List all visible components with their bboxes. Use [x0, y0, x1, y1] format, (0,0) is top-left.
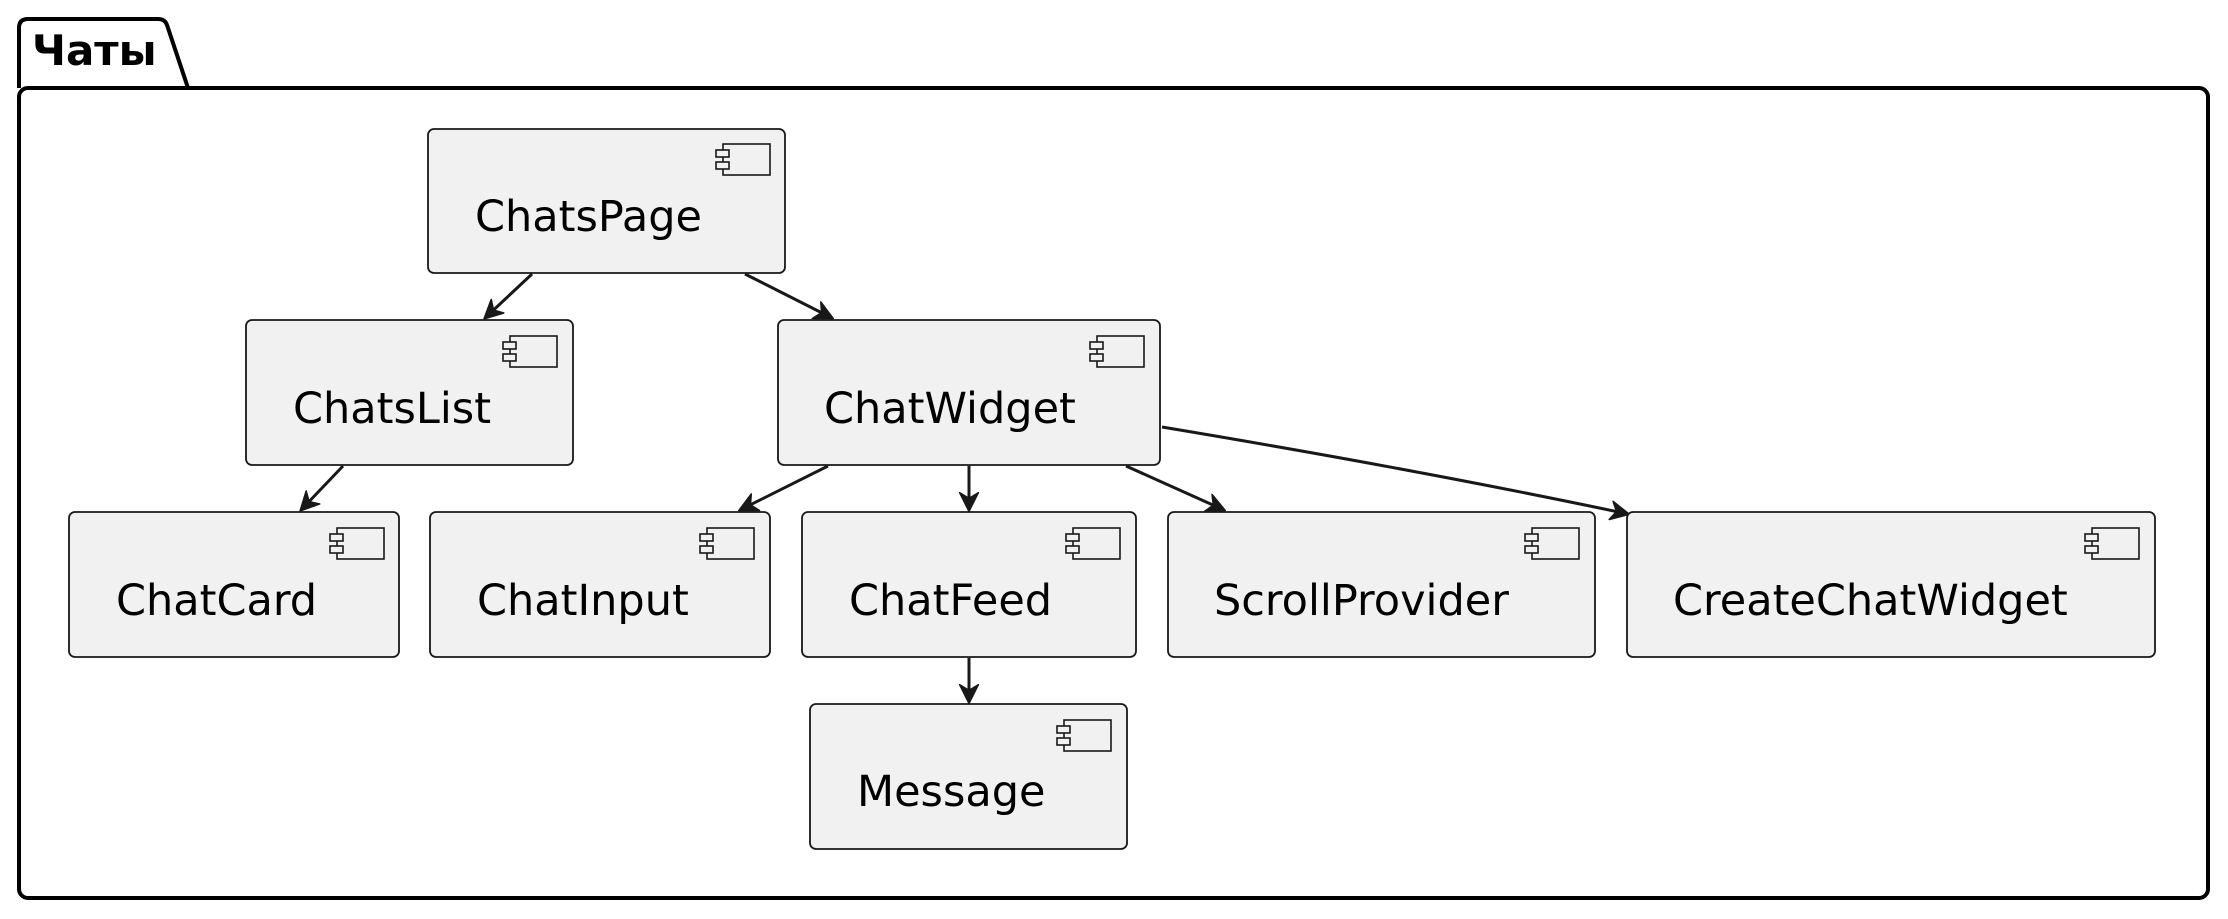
- component-scrollprovider: ScrollProvider: [1167, 511, 1596, 658]
- component-chatfeed: ChatFeed: [801, 511, 1137, 658]
- component-label: ChatCard: [116, 576, 317, 626]
- package-title: Чаты: [32, 26, 157, 75]
- package-tab: [17, 17, 190, 89]
- component-icon: [1524, 527, 1580, 560]
- component-label: Message: [857, 767, 1045, 817]
- component-box: [801, 511, 1137, 658]
- component-icon: [1056, 719, 1112, 752]
- edge-chatslist-chatcard: [301, 464, 345, 510]
- edge-chatspage-chatwidget: [744, 272, 832, 318]
- component-message: Message: [809, 703, 1128, 850]
- component-box: [1167, 511, 1596, 658]
- component-label: ChatsPage: [475, 192, 702, 242]
- component-chatwidget: ChatWidget: [777, 319, 1161, 466]
- package-chats: Чаты: [17, 17, 2210, 900]
- component-box: [429, 511, 771, 658]
- component-icon: [329, 527, 385, 560]
- component-box: [777, 319, 1161, 466]
- component-box: [427, 128, 786, 274]
- component-label: ChatWidget: [824, 384, 1076, 434]
- component-box: [245, 319, 574, 466]
- component-chatinput: ChatInput: [429, 511, 771, 658]
- component-icon: [502, 335, 558, 368]
- component-icon: [1065, 527, 1121, 560]
- edge-chatwidget-createchatwidget: [1161, 425, 1628, 514]
- component-label: ChatInput: [477, 576, 689, 626]
- edge-chatspage-chatslist: [485, 272, 534, 318]
- component-chatcard: ChatCard: [68, 511, 400, 658]
- package-frame: [17, 86, 2210, 900]
- component-label: ScrollProvider: [1214, 576, 1509, 626]
- component-createchatwidget: CreateChatWidget: [1626, 511, 2156, 658]
- edge-chatwidget-scrollprovider: [1125, 464, 1224, 510]
- component-label: ChatsList: [293, 384, 491, 434]
- component-box: [68, 511, 400, 658]
- edge-chatwidget-chatinput: [740, 464, 829, 510]
- component-chatspage: ChatsPage: [427, 128, 786, 274]
- component-icon: [699, 527, 755, 560]
- component-box: [809, 703, 1128, 850]
- component-box: [1626, 511, 2156, 658]
- edges: [301, 272, 1628, 702]
- component-chatslist: ChatsList: [245, 319, 574, 466]
- component-icon: [715, 143, 771, 176]
- component-icon: [1089, 335, 1145, 368]
- component-label: ChatFeed: [849, 576, 1052, 626]
- component-label: CreateChatWidget: [1673, 576, 2068, 626]
- component-icon: [2084, 527, 2140, 560]
